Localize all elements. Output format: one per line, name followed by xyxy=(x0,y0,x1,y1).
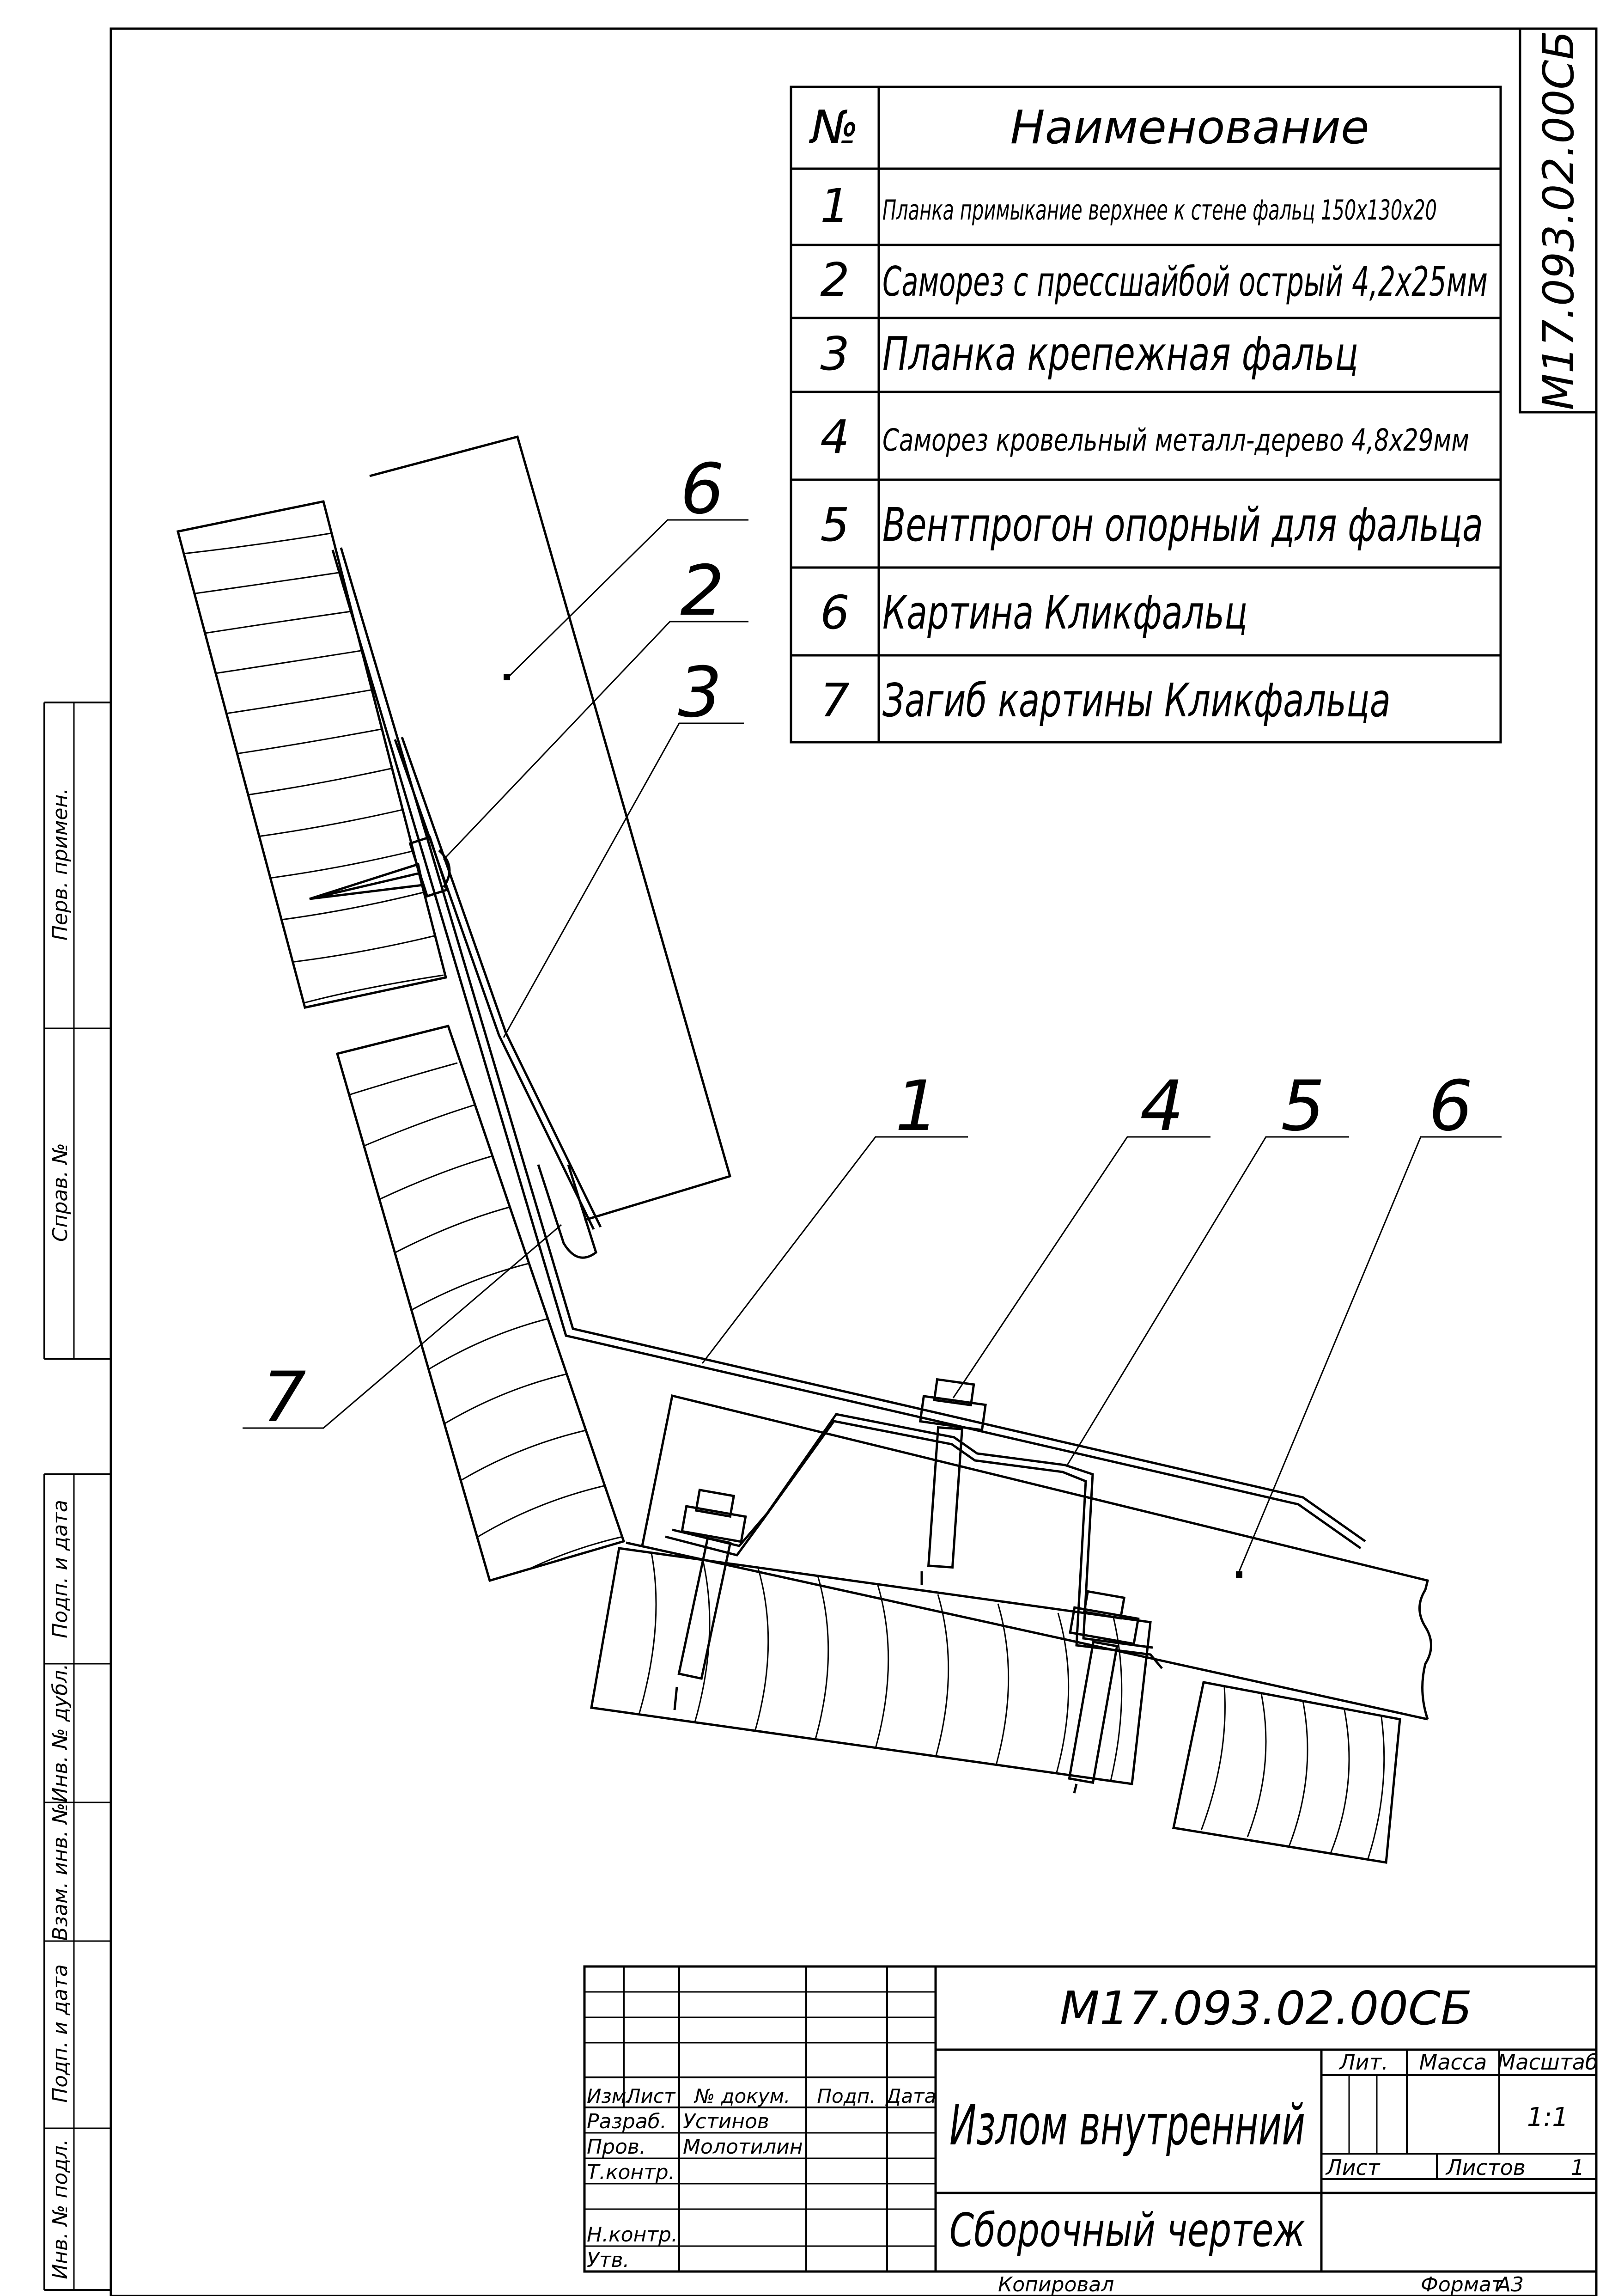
part-name: Саморез с прессшайбой острый 4,2х25мм xyxy=(882,258,1488,305)
table-header-number: № xyxy=(809,100,859,154)
side-stamp: Перв. примен. Справ. № Подп. и дата Инв.… xyxy=(49,788,72,2279)
part-number: 3 xyxy=(820,327,850,381)
part-number: 1 xyxy=(820,179,850,233)
side-stamp-label: Инв. № дубл. xyxy=(49,1663,72,1802)
batten-b xyxy=(1172,1681,1401,1864)
part-number: 4 xyxy=(820,410,850,464)
part-number: 7 xyxy=(820,673,850,727)
format-value: А3 xyxy=(1496,2273,1524,2296)
part-name: Вентпрогон опорный для фальца xyxy=(882,498,1483,552)
roofing-screw xyxy=(918,1378,987,1585)
side-stamp-label: Взам. инв. № xyxy=(49,1803,72,1941)
part-name: Загиб картины Кликфальца xyxy=(882,673,1391,727)
role-tech-control: Т.контр. xyxy=(587,2161,675,2184)
lower-timber xyxy=(335,1025,626,1582)
panel-hook xyxy=(537,1164,597,1259)
role-norm-control: Н.контр. xyxy=(587,2223,678,2247)
col-doc-number: № докум. xyxy=(693,2085,790,2107)
title-block: М17.093.02.00СБ Излом внутренний Сборочн… xyxy=(583,1965,1599,2296)
callout-panel: 6 xyxy=(680,449,724,530)
callout-roofing-screw: 4 xyxy=(1140,1066,1184,1147)
part-name: Планка крепежная фальц xyxy=(882,327,1358,381)
col-izm: Изм. xyxy=(587,2085,633,2107)
callout-fastening-strip: 3 xyxy=(678,653,722,733)
checker-name: Молотилин xyxy=(683,2135,803,2159)
click-seam-panel-upper xyxy=(369,435,732,1221)
part-name: Картина Кликфальц xyxy=(882,586,1247,640)
side-stamp-label: Перв. примен. xyxy=(49,788,72,940)
part-number: 5 xyxy=(820,498,850,552)
drawing-title: Излом внутренний xyxy=(949,2094,1305,2158)
col-list: Лист xyxy=(625,2085,676,2107)
sheets-label: Листов xyxy=(1445,2155,1526,2180)
callout-panel: 6 xyxy=(1429,1066,1472,1147)
mass-label: Масса xyxy=(1419,2050,1487,2075)
copied-label: Копировал xyxy=(998,2273,1114,2296)
click-seam-panel-lower xyxy=(626,1394,1432,1721)
sheets-value: 1 xyxy=(1571,2155,1584,2180)
roofing-screw xyxy=(1068,1590,1140,1794)
role-developer: Разраб. xyxy=(587,2110,667,2133)
side-stamp-label: Инв. № подл. xyxy=(49,2139,72,2279)
table-header-name: Наименование xyxy=(1010,100,1369,154)
format-label: Формат xyxy=(1421,2273,1504,2296)
scale-value: 1:1 xyxy=(1527,2102,1569,2132)
part-number: 6 xyxy=(820,586,850,640)
leader-lines xyxy=(243,519,1502,1574)
top-flashing-strip xyxy=(331,547,1366,1550)
sheet-label: Лист xyxy=(1325,2155,1381,2180)
callout-top-flashing: 1 xyxy=(895,1066,939,1147)
part-number: 2 xyxy=(820,253,850,307)
callout-labels: 6 2 3 1 4 5 6 7 xyxy=(262,449,1472,1438)
roofing-screw xyxy=(673,1489,747,1710)
scale-label: Масштаб xyxy=(1497,2050,1599,2075)
callout-screw-sharp: 2 xyxy=(680,551,724,631)
side-stamp-label: Справ. № xyxy=(49,1143,72,1242)
side-stamp-label: Подп. и дата xyxy=(49,1500,72,1638)
role-approved: Утв. xyxy=(587,2248,629,2272)
side-code-box: М17.093.02.00СБ xyxy=(1519,27,1598,414)
part-markers xyxy=(504,674,1242,1578)
part-name: Планка примыкание верхнее к стене фальц … xyxy=(882,194,1437,226)
lit-label: Лит. xyxy=(1338,2050,1388,2075)
col-date: Дата xyxy=(885,2085,937,2107)
side-stamp-label: Подп. и дата xyxy=(49,1964,72,2103)
parts-table: № Наименование 1 Планка примыкание верхн… xyxy=(790,85,1502,744)
document-code: М17.093.02.00СБ xyxy=(1060,1981,1472,2035)
upper-timber xyxy=(176,500,448,1009)
col-signature: Подп. xyxy=(817,2085,876,2107)
part-name: Саморез кровельный металл-дерево 4,8х29м… xyxy=(882,422,1469,458)
developer-name: Устинов xyxy=(683,2110,769,2133)
fastening-strip xyxy=(394,737,602,1230)
document-type: Сборочный чертеж xyxy=(949,2203,1305,2257)
sharp-screw xyxy=(309,835,451,900)
sheet-frame xyxy=(43,27,1598,2296)
support-purlin xyxy=(665,1413,1163,1669)
side-document-code: М17.093.02.00СБ xyxy=(1534,31,1583,410)
role-checker: Пров. xyxy=(587,2135,646,2159)
callout-support-purlin: 5 xyxy=(1281,1066,1325,1147)
batten-a xyxy=(590,1547,1152,1785)
callout-panel-hook: 7 xyxy=(262,1357,306,1438)
